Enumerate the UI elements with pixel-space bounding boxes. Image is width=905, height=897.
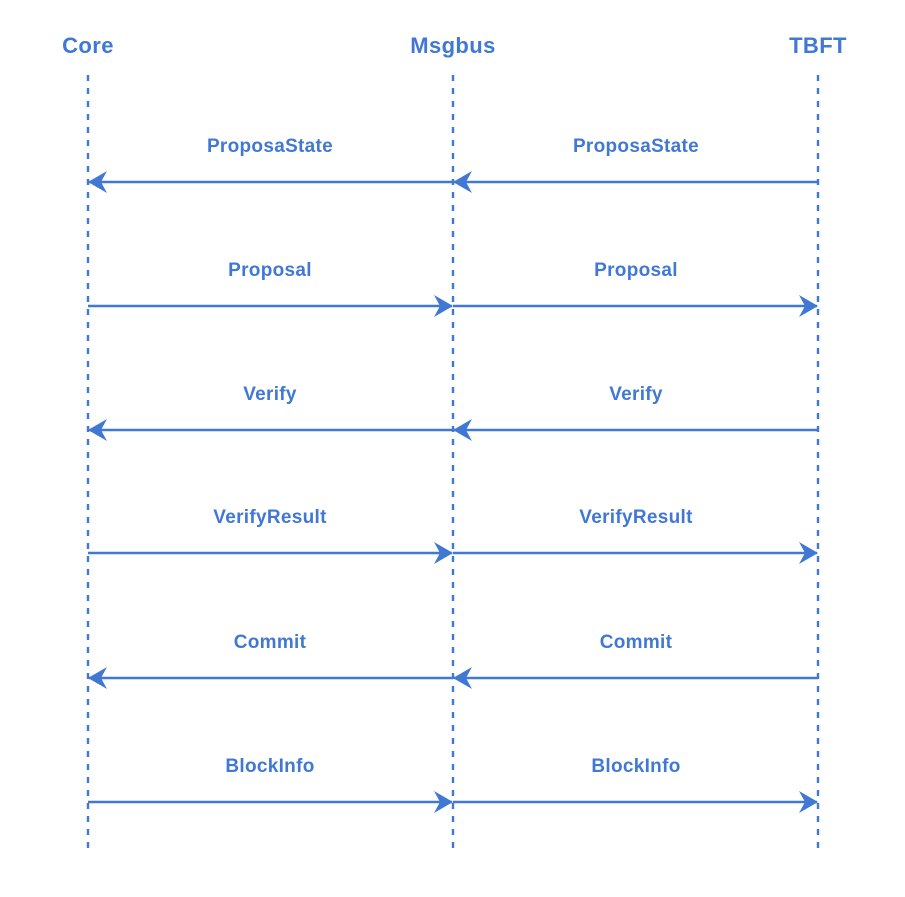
message-arrowhead-icon	[453, 667, 472, 689]
message-label: Verify	[243, 384, 297, 405]
message-label: ProposaState	[573, 136, 699, 157]
message-label: ProposaState	[207, 136, 333, 157]
message-label: VerifyResult	[213, 507, 327, 528]
message-arrowhead-icon	[799, 542, 818, 564]
lifeline-label-msgbus: Msgbus	[410, 33, 496, 58]
message-segment[interactable]: VerifyResult	[88, 507, 453, 564]
lifeline-label-tbft: TBFT	[789, 33, 847, 58]
message-segment[interactable]: ProposaState	[453, 136, 818, 193]
message-arrowhead-icon	[799, 295, 818, 317]
message-label: BlockInfo	[225, 756, 314, 777]
message-label: Commit	[234, 632, 307, 653]
message-segment[interactable]: BlockInfo	[453, 756, 818, 813]
message-segment[interactable]: Verify	[88, 384, 453, 441]
message-arrowhead-icon	[88, 419, 107, 441]
message-segment[interactable]: VerifyResult	[453, 507, 818, 564]
message-segment[interactable]: Verify	[453, 384, 818, 441]
message-segment[interactable]: Commit	[453, 632, 818, 689]
message-label: VerifyResult	[579, 507, 693, 528]
message-label: BlockInfo	[591, 756, 680, 777]
message-row-3: Verify Verify	[88, 384, 818, 441]
lifeline-tbft: TBFT	[789, 33, 847, 853]
message-segment[interactable]: Commit	[88, 632, 453, 689]
lifeline-msgbus: Msgbus	[410, 33, 496, 853]
message-arrowhead-icon	[799, 791, 818, 813]
message-row-1: ProposaState ProposaState	[88, 136, 818, 193]
message-row-4: VerifyResult VerifyResult	[88, 507, 818, 564]
message-arrowhead-icon	[88, 171, 107, 193]
message-row-2: Proposal Proposal	[88, 260, 818, 317]
lifeline-core: Core	[62, 33, 114, 853]
message-label: Verify	[609, 384, 663, 405]
lifeline-label-core: Core	[62, 33, 114, 58]
message-row-6: BlockInfo BlockInfo	[88, 756, 818, 813]
message-arrowhead-icon	[453, 419, 472, 441]
message-label: Proposal	[594, 260, 678, 281]
message-arrowhead-icon	[88, 667, 107, 689]
message-segment[interactable]: ProposaState	[88, 136, 453, 193]
message-arrowhead-icon	[453, 171, 472, 193]
message-arrowhead-icon	[434, 295, 453, 317]
message-segment[interactable]: Proposal	[88, 260, 453, 317]
message-label: Proposal	[228, 260, 312, 281]
message-arrowhead-icon	[434, 791, 453, 813]
message-segment[interactable]: Proposal	[453, 260, 818, 317]
message-row-5: Commit Commit	[88, 632, 818, 689]
message-label: Commit	[600, 632, 673, 653]
message-segment[interactable]: BlockInfo	[88, 756, 453, 813]
message-arrowhead-icon	[434, 542, 453, 564]
